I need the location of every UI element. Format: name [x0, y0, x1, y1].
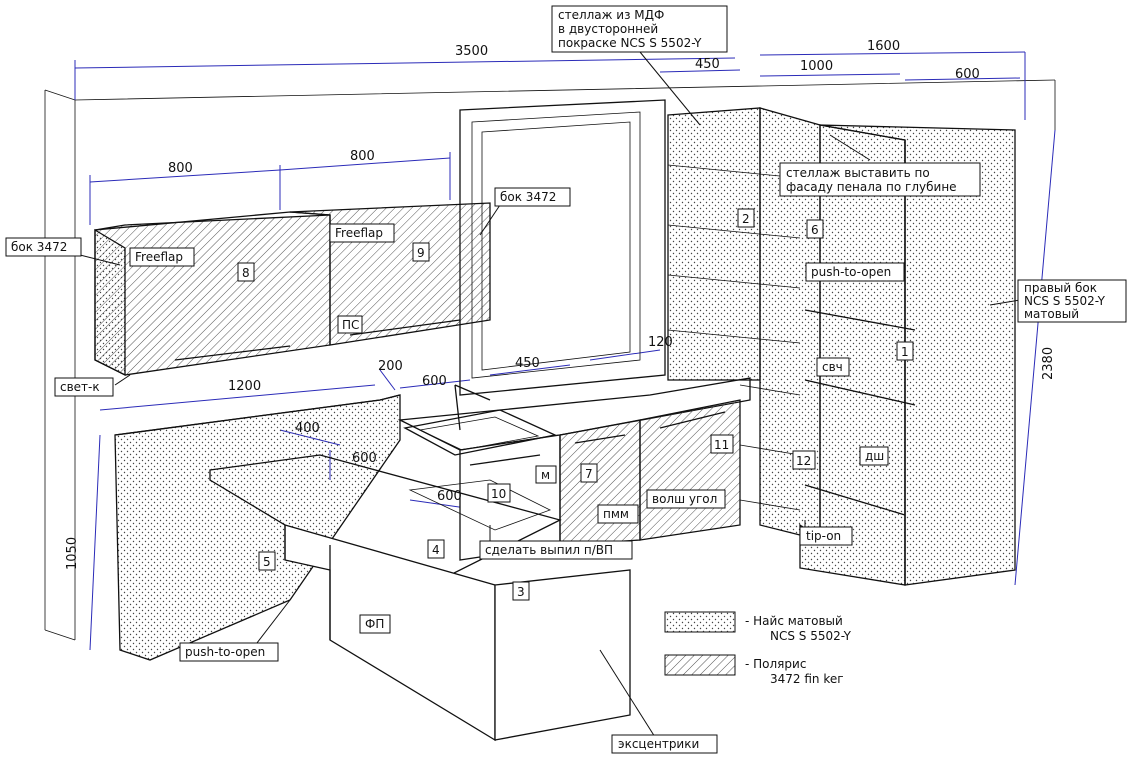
shelving-unit [667, 107, 821, 541]
freeflap-right-label: Freeflap [335, 226, 383, 240]
tag-10: 10 [491, 487, 506, 501]
shelf-mdf-line3: покраске NCS S 5502-Y [558, 36, 702, 50]
push-open-top-label: push-to-open [811, 265, 891, 279]
corner-label: волш угол [652, 492, 717, 506]
ps-label: ПС [342, 318, 359, 332]
dim-total-width: 3500 [455, 44, 488, 59]
tip-on-label: tip-on [806, 529, 841, 543]
left-peninsula [114, 394, 401, 661]
base-cabinets [397, 377, 751, 561]
right-side-line1: правый бок [1024, 281, 1097, 295]
tag-11: 11 [714, 438, 729, 452]
cutout-label: сделать выпил п/ВП [485, 543, 613, 557]
dim-right-run: 1600 [867, 39, 900, 54]
shelf-mdf-line2: в двусторонней [558, 22, 658, 36]
m-label: м [541, 468, 550, 482]
shelf-align-line2: фасаду пенала по глубине [786, 180, 957, 194]
dim-gap-200: 200 [378, 359, 403, 374]
side-left-label: бок 3472 [11, 240, 67, 254]
tag-8: 8 [242, 266, 250, 280]
dim-tall-depth: 600 [955, 67, 980, 82]
svch-label: свч [822, 360, 843, 374]
dim-window-120: 120 [648, 335, 673, 350]
light-label: свет-к [60, 380, 100, 394]
dim-upper-left: 800 [168, 161, 193, 176]
tag-3: 3 [517, 585, 525, 599]
push-open-bottom-label: push-to-open [185, 645, 265, 659]
tag-2: 2 [742, 212, 750, 226]
dim-height-total: 2380 [1041, 347, 1056, 380]
legend-dotted-2: NCS S 5502-Y [770, 629, 852, 643]
sink [403, 384, 558, 456]
tag-9: 9 [417, 246, 425, 260]
right-side-line3: матовый [1024, 307, 1079, 321]
tag-7: 7 [585, 467, 593, 481]
dsh-label: дш [865, 449, 884, 463]
dim-island-600a: 600 [352, 451, 377, 466]
dimension-texts: 3500 1600 450 1000 600 800 800 2380 1050… [65, 39, 1056, 570]
legend-hatched-2: 3472 fin keг [770, 672, 844, 686]
shelf-mdf-line1: стеллаж из МДФ [558, 8, 664, 22]
dim-sink-600: 600 [422, 374, 447, 389]
dim-counter-height: 1050 [65, 537, 80, 570]
dim-right-mid: 1000 [800, 59, 833, 74]
freeflap-left-label: Freeflap [135, 250, 183, 264]
side-mid-label: бок 3472 [500, 190, 556, 204]
legend-hatched-1: - Полярис [745, 657, 806, 671]
dim-upper-right: 800 [350, 149, 375, 164]
right-side-line2: NCS S 5502-Y [1024, 294, 1106, 308]
dim-island-600b: 600 [437, 489, 462, 504]
eccentrics-label: эксцентрики [618, 737, 699, 751]
dim-window-450: 450 [515, 356, 540, 371]
upper-cabinet-left [94, 211, 331, 377]
fp-label: ФП [365, 617, 384, 631]
callouts: стеллаж из МДФ в двусторонней покраске N… [5, 5, 1127, 754]
tag-6: 6 [811, 223, 819, 237]
tag-4: 4 [432, 543, 440, 557]
tag-5: 5 [263, 555, 271, 569]
window [459, 99, 666, 396]
dim-shelf-depth: 450 [695, 57, 720, 72]
legend: - Найс матовый NCS S 5502-Y - Полярис 34… [664, 611, 852, 686]
legend-dotted-swatch [664, 611, 736, 633]
legend-hatched-swatch [664, 654, 736, 676]
dim-peninsula-len: 1200 [228, 379, 261, 394]
tag-1: 1 [901, 345, 909, 359]
shelf-align-line1: стеллаж выставить по [786, 166, 930, 180]
number-tags: 1 2 3 4 5 6 7 8 9 10 11 12 [237, 208, 914, 601]
tall-cabinet [799, 124, 1016, 586]
tag-12: 12 [796, 454, 811, 468]
pmm-label: пмм [603, 507, 629, 521]
legend-dotted-1: - Найс матовый [745, 614, 843, 628]
dim-island-400: 400 [295, 421, 320, 436]
